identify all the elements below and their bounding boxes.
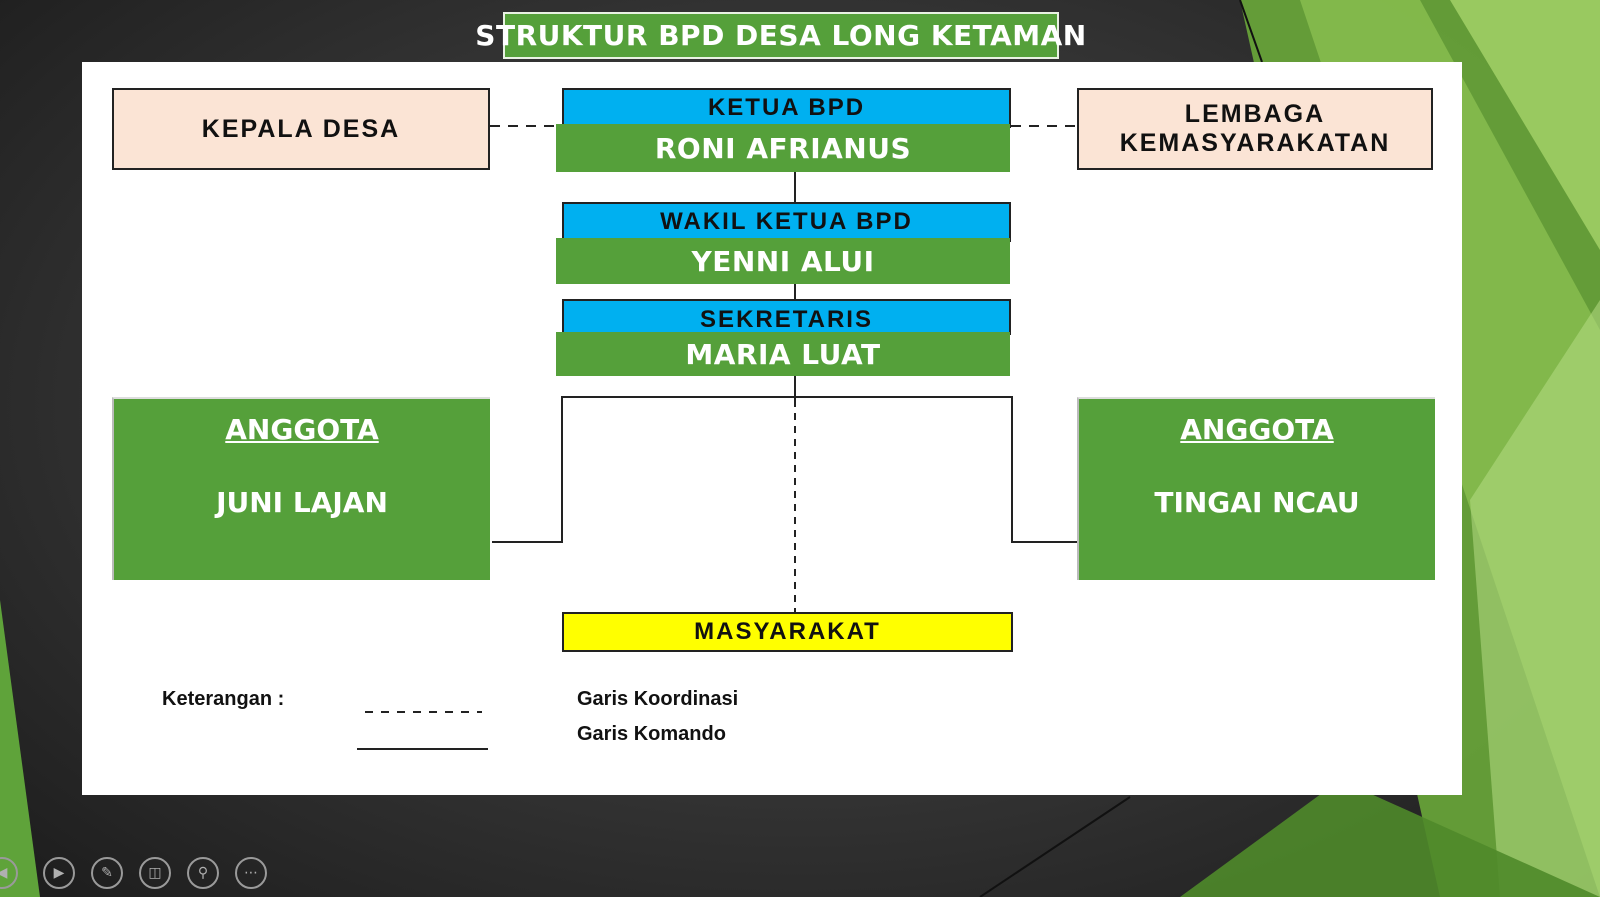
- ketua-name-box: RONI AFRIANUS: [556, 124, 1010, 172]
- play-icon[interactable]: ▶: [43, 857, 75, 889]
- legend-solid-desc: Garis Komando: [577, 723, 726, 745]
- anggota-right-title: ANGGOTA: [1180, 413, 1334, 446]
- sekretaris-name-box: MARIA LUAT: [556, 332, 1010, 376]
- anggota-right-name: TINGAI NCAU: [1154, 486, 1360, 519]
- anggota-left-box: ANGGOTA JUNI LAJAN: [112, 397, 490, 580]
- pen-icon[interactable]: ✎: [91, 857, 123, 889]
- lembaga-kemasyarakatan-box: LEMBAGA KEMASYARAKATAN: [1077, 88, 1433, 170]
- wakil-name-box: YENNI ALUI: [556, 238, 1010, 284]
- sekretaris-role-box: SEKRETARIS: [562, 299, 1011, 335]
- connector-lines: [357, 125, 1077, 750]
- legend-label: Keterangan :: [162, 688, 285, 710]
- slides-icon[interactable]: ◫: [139, 857, 171, 889]
- anggota-left-name: JUNI LAJAN: [216, 486, 388, 519]
- more-icon[interactable]: ⋯: [235, 857, 267, 889]
- lembaga-label: LEMBAGA KEMASYARAKATAN: [1119, 100, 1391, 157]
- slide-title: STRUKTUR BPD DESA LONG KETAMAN: [475, 12, 1086, 59]
- ketua-role-box: KETUA BPD: [562, 88, 1011, 128]
- wakil-role-box: WAKIL KETUA BPD: [562, 202, 1011, 242]
- zoom-icon[interactable]: ⚲: [187, 857, 219, 889]
- legend-dashed-desc: Garis Koordinasi: [577, 688, 739, 710]
- anggota-right-box: ANGGOTA TINGAI NCAU: [1077, 397, 1435, 580]
- org-chart-panel: KEPALA DESA LEMBAGA KEMASYARAKATAN KETUA…: [82, 62, 1462, 795]
- masyarakat-box: MASYARAKAT: [562, 612, 1013, 652]
- anggota-left-title: ANGGOTA: [225, 413, 379, 446]
- kepala-desa-box: KEPALA DESA: [112, 88, 490, 170]
